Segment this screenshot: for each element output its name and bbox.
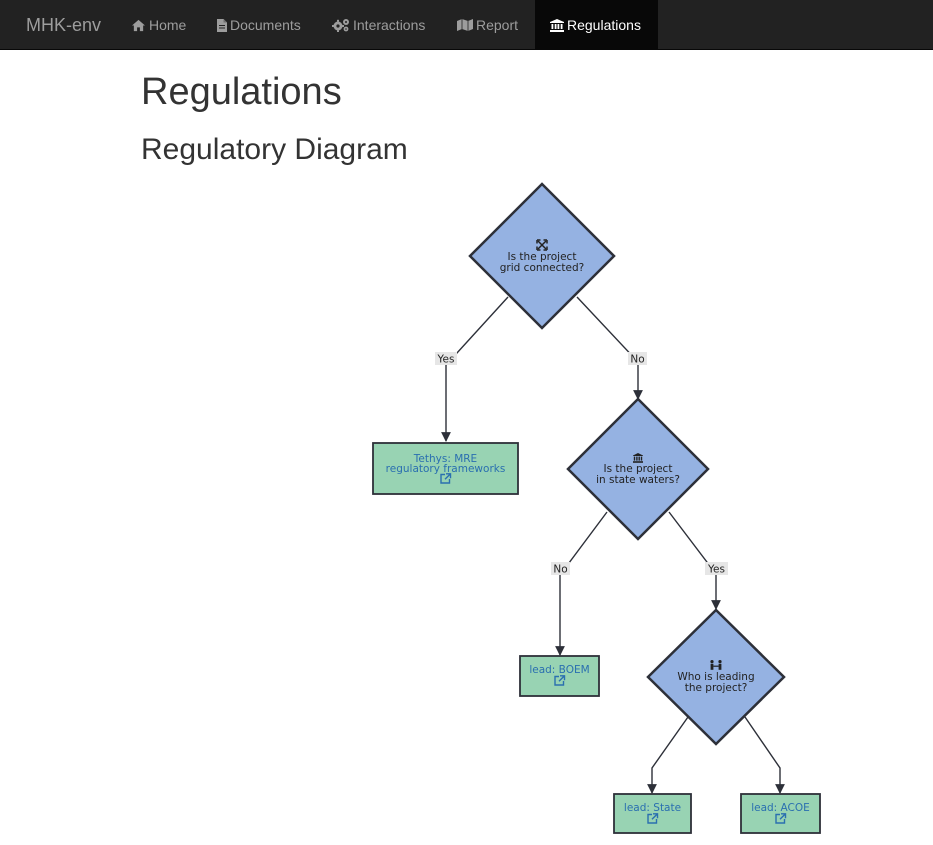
decision-project-lead[interactable]: Who is leading the project? bbox=[646, 608, 786, 746]
external-link-icon bbox=[647, 813, 659, 824]
navbar: MHK-env Home Documents Interactions bbox=[0, 0, 933, 50]
edge-grid-to-tethys bbox=[441, 296, 509, 442]
bank-icon bbox=[550, 19, 564, 32]
decision-state-waters-line-1: Is the project bbox=[604, 463, 673, 475]
edge-lead-to-acoe bbox=[744, 716, 785, 794]
outcome-acoe-link[interactable]: lead: ACOE bbox=[740, 793, 821, 834]
nav-item-home[interactable]: Home bbox=[131, 0, 186, 50]
nav-item-report-label: Report bbox=[476, 17, 519, 33]
navbar-brand[interactable]: MHK-env bbox=[26, 15, 102, 35]
nav-item-home-label: Home bbox=[149, 17, 187, 33]
expand-arrows-icon bbox=[536, 239, 548, 251]
nav-item-documents[interactable]: Documents bbox=[217, 0, 301, 50]
external-link-icon bbox=[440, 473, 452, 484]
edge-state-waters-to-lead bbox=[668, 511, 721, 610]
people-icon bbox=[710, 660, 722, 670]
decision-grid-line-2: grid connected? bbox=[500, 262, 584, 274]
nav-item-regulations[interactable]: Regulations bbox=[535, 0, 658, 50]
home-icon bbox=[132, 19, 145, 32]
bank-icon bbox=[633, 453, 643, 463]
external-link-icon bbox=[775, 813, 787, 824]
decision-lead-line-1: Who is leading bbox=[677, 671, 754, 683]
map-icon bbox=[457, 19, 473, 31]
outcome-tethys-line-1: Tethys: MRE bbox=[413, 453, 477, 465]
cogs-icon bbox=[332, 19, 349, 32]
outcome-acoe-line-1: lead: ACOE bbox=[751, 802, 810, 814]
edge-label-text: No bbox=[553, 564, 567, 576]
edge-label-yes-lead: Yes bbox=[705, 562, 728, 576]
edge-grid-to-state-waters bbox=[576, 296, 643, 400]
section-title: Regulatory Diagram bbox=[141, 133, 408, 166]
decision-grid-line-1: Is the project bbox=[508, 251, 577, 263]
edge-state-waters-to-boem bbox=[555, 511, 608, 656]
outcome-boem-line-1: lead: BOEM bbox=[529, 664, 589, 676]
decision-state-waters[interactable]: Is the project in state waters? bbox=[566, 397, 710, 541]
decision-grid-connected[interactable]: Is the project grid connected? bbox=[468, 182, 616, 330]
nav-item-documents-label: Documents bbox=[230, 17, 301, 33]
edge-label-no-boem: No bbox=[551, 562, 570, 576]
edge-label-text: Yes bbox=[707, 564, 725, 576]
edge-label-no-state-waters: No bbox=[628, 352, 647, 366]
edge-label-text: Yes bbox=[437, 354, 455, 366]
nav-item-interactions[interactable]: Interactions bbox=[332, 0, 425, 50]
nav-item-regulations-label: Regulations bbox=[567, 17, 641, 33]
file-icon bbox=[217, 19, 227, 32]
outcome-tethys-link[interactable]: Tethys: MRE regulatory frameworks bbox=[372, 442, 519, 495]
outcome-state-link[interactable]: lead: State bbox=[613, 793, 692, 834]
nav-item-interactions-label: Interactions bbox=[353, 17, 426, 33]
outcome-tethys-line-2: regulatory frameworks bbox=[386, 463, 506, 475]
decision-lead-line-2: the project? bbox=[685, 682, 748, 694]
page-title: Regulations bbox=[141, 71, 342, 113]
outcome-boem-link[interactable]: lead: BOEM bbox=[519, 655, 600, 697]
external-link-icon bbox=[554, 675, 566, 686]
edge-lead-to-state bbox=[647, 716, 689, 794]
nav-item-report[interactable]: Report bbox=[457, 0, 518, 50]
decision-state-waters-line-2: in state waters? bbox=[596, 474, 680, 486]
outcome-state-line-1: lead: State bbox=[624, 802, 681, 814]
edge-label-text: No bbox=[630, 354, 644, 366]
edge-label-yes-tethys: Yes bbox=[435, 352, 457, 366]
